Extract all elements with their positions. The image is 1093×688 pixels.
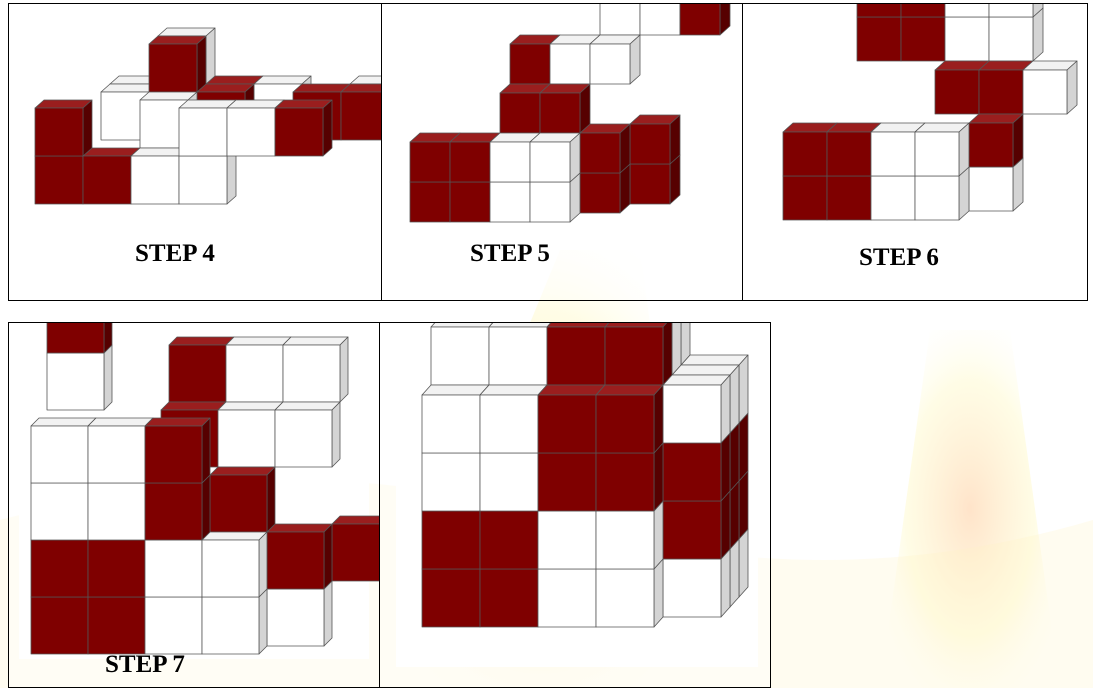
step-6-label: STEP 6 xyxy=(859,244,939,272)
white-cube xyxy=(145,589,210,654)
step-4-panel: STEP 4 xyxy=(8,3,382,301)
red-cube xyxy=(596,385,663,453)
red-cube xyxy=(580,124,630,173)
red-cube xyxy=(540,84,590,133)
white-cube xyxy=(88,475,153,540)
white-cube xyxy=(275,402,340,467)
white-cube xyxy=(590,35,640,84)
white-cube xyxy=(202,589,267,654)
final-cube-panel xyxy=(379,322,771,688)
white-cube xyxy=(663,375,730,443)
step-7-label: STEP 7 xyxy=(105,651,185,679)
white-cube xyxy=(530,133,580,182)
red-cube xyxy=(88,532,153,597)
red-cube xyxy=(31,589,96,654)
final-cube-figure xyxy=(380,323,771,688)
red-cube xyxy=(145,475,210,540)
white-cube xyxy=(226,337,291,402)
white-cube xyxy=(283,337,348,402)
red-cube xyxy=(680,4,730,35)
white-cube xyxy=(989,4,1043,17)
white-cube xyxy=(489,323,556,385)
white-cube xyxy=(431,323,498,385)
white-cube xyxy=(202,532,267,597)
step-4-label: STEP 4 xyxy=(135,240,215,268)
white-cube xyxy=(218,402,283,467)
red-cube xyxy=(630,115,680,164)
red-cube xyxy=(35,100,92,156)
red-cube xyxy=(169,337,234,402)
red-cube xyxy=(341,84,382,140)
white-cube xyxy=(47,345,112,410)
step-6-panel: STEP 6 xyxy=(742,3,1088,301)
red-cube xyxy=(31,532,96,597)
red-cube xyxy=(605,323,672,385)
red-cube xyxy=(538,385,605,453)
white-cube xyxy=(267,581,332,646)
red-cube xyxy=(332,516,380,581)
red-cube xyxy=(547,323,614,385)
red-cube xyxy=(145,418,210,483)
step-7-panel: STEP 7 xyxy=(8,322,380,688)
step-5-label: STEP 5 xyxy=(470,240,550,268)
white-cube xyxy=(31,475,96,540)
red-cube xyxy=(969,114,1023,167)
white-cube xyxy=(88,418,153,483)
red-cube xyxy=(88,589,153,654)
white-cube xyxy=(145,532,210,597)
step-5-cube-figure xyxy=(382,4,743,301)
white-cube xyxy=(1023,61,1077,114)
step-5-panel: STEP 5 xyxy=(381,3,743,301)
red-cube xyxy=(210,467,275,532)
red-cube xyxy=(149,36,206,92)
white-cube xyxy=(915,123,969,176)
step-7-cube-figure xyxy=(9,323,380,688)
white-cube xyxy=(31,418,96,483)
white-cube xyxy=(480,385,547,453)
white-cube xyxy=(422,385,489,453)
red-cube xyxy=(47,323,112,353)
red-cube xyxy=(275,100,332,156)
red-cube xyxy=(267,524,332,589)
